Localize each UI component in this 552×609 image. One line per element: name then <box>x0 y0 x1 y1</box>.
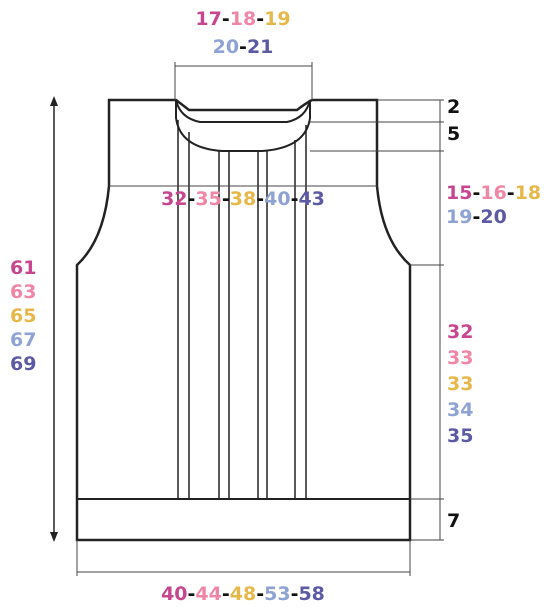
label-segment: - <box>239 36 247 58</box>
neck-width-measure <box>174 62 313 100</box>
label-segment: 19 <box>264 8 290 30</box>
stacked-value: 32 <box>447 321 473 343</box>
stacked-value: 34 <box>447 399 473 421</box>
neck-depth-label: 5 <box>447 123 460 145</box>
label-segment: - <box>256 188 264 210</box>
label-segment: 17 <box>195 8 221 30</box>
label-segment: 44 <box>195 583 221 605</box>
label-segment: - <box>507 182 515 204</box>
body-length-label: 32 33 33 34 35 <box>447 321 473 447</box>
width-measure <box>76 540 411 576</box>
label-segment: 15 <box>446 182 472 204</box>
label-segment: 58 <box>298 583 324 605</box>
chest-width-label: 32-35-38-40-43 <box>161 188 325 210</box>
label-segment: 48 <box>230 583 256 605</box>
ribbing-height-label: 7 <box>447 510 460 532</box>
label-segment: 18 <box>515 182 541 204</box>
label-segment: - <box>472 182 480 204</box>
label-segment: 35 <box>195 188 221 210</box>
width-label: 40-44-48-53-58 <box>161 583 325 605</box>
label-segment: - <box>188 583 196 605</box>
label-segment: - <box>222 583 230 605</box>
stacked-value: 69 <box>10 353 36 375</box>
stacked-value: 61 <box>10 257 36 279</box>
label-segment: 7 <box>447 510 460 532</box>
label-segment: - <box>291 583 299 605</box>
label-segment: - <box>291 188 299 210</box>
label-segment: 19 <box>446 206 472 228</box>
label-segment: - <box>256 583 264 605</box>
label-segment: 18 <box>230 8 256 30</box>
label-segment: 21 <box>247 36 273 58</box>
vest-outline <box>75 98 412 542</box>
center-cable-panel <box>177 120 307 499</box>
right-measure-guides <box>310 99 444 541</box>
label-segment: 20 <box>213 36 239 58</box>
armhole-depth-label-row2: 19-20 <box>446 206 507 228</box>
stacked-value: 35 <box>447 425 473 447</box>
neck-width-label-row2: 20-21 <box>213 36 274 58</box>
armhole-depth-label-row1: 15-16-18 <box>446 182 541 204</box>
stacked-value: 33 <box>447 373 473 395</box>
label-segment: 16 <box>480 182 506 204</box>
label-segment: - <box>222 188 230 210</box>
label-segment: 5 <box>447 123 460 145</box>
label-segment: 2 <box>447 96 460 118</box>
label-segment: 53 <box>264 583 290 605</box>
label-segment: - <box>472 206 480 228</box>
neck-band <box>175 99 311 123</box>
stacked-value: 33 <box>447 347 473 369</box>
stacked-value: 63 <box>10 281 36 303</box>
neckline-curve <box>175 100 311 152</box>
label-segment: 38 <box>230 188 256 210</box>
total-length-arrow <box>50 96 58 542</box>
label-segment: 40 <box>161 583 187 605</box>
label-segment: 20 <box>480 206 506 228</box>
label-segment: 32 <box>161 188 187 210</box>
label-segment: - <box>188 188 196 210</box>
stacked-value: 65 <box>10 305 36 327</box>
label-segment: - <box>222 8 230 30</box>
stacked-value: 67 <box>10 329 36 351</box>
shoulder-depth-label: 2 <box>447 96 460 118</box>
label-segment: 40 <box>264 188 290 210</box>
label-segment: 43 <box>298 188 324 210</box>
neck-width-label-row1: 17-18-19 <box>195 8 290 30</box>
label-segment: - <box>256 8 264 30</box>
